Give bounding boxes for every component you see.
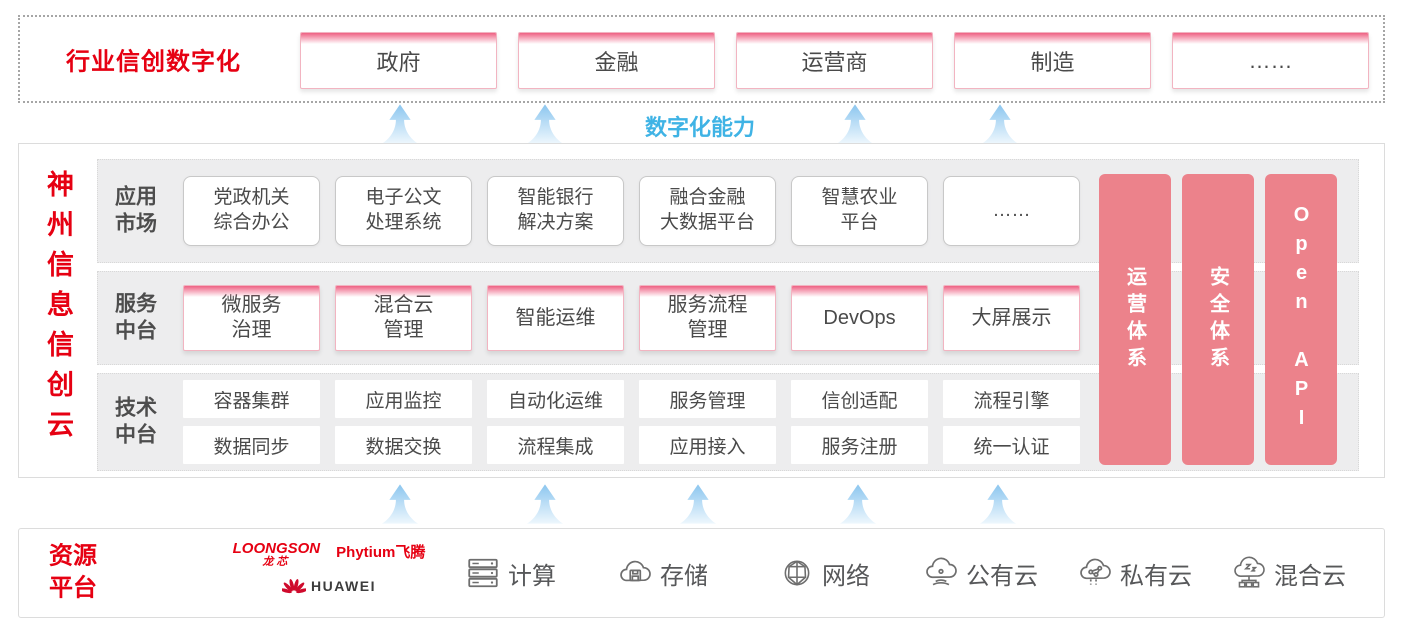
phytium-logo: Phytium飞腾: [336, 544, 426, 561]
svc-card-microservice: 微服务 治理: [183, 285, 320, 351]
hybrid-cloud-icon: [1234, 556, 1265, 588]
loongson-wordmark: LOONGSON: [232, 540, 321, 557]
capability-label: 数字化能力: [644, 115, 755, 140]
tech-cell-data-sync: 数据同步: [183, 426, 320, 464]
resource-label: 网络: [822, 562, 870, 590]
resource-item-compute: 计算: [465, 555, 556, 591]
industry-item-operator: 运营商: [736, 32, 933, 89]
sidebar-operations-system: 运营体系: [1099, 174, 1171, 465]
svc-card-hybrid-cloud-mgmt: 混合云 管理: [335, 285, 472, 351]
tech-cell-container-cluster: 容器集群: [183, 380, 320, 418]
resource-platform-panel: 资源 平台 LOONGSON 龙芯 Phytium飞腾: [18, 528, 1385, 618]
resource-label: 存储: [660, 562, 708, 590]
tech-cell-automated-ops: 自动化运维: [487, 380, 624, 418]
tech-cell-data-exchange: 数据交换: [335, 426, 472, 464]
huawei-wordmark: HUAWEI: [311, 577, 376, 594]
app-card-finance-bigdata: 融合金融 大数据平台: [639, 176, 776, 246]
resource-item-public-cloud: 公有云: [923, 555, 1038, 591]
app-card-smart-agriculture: 智慧农业 平台: [791, 176, 928, 246]
resource-item-network: 网络: [779, 555, 870, 591]
compute-icon: [468, 558, 498, 588]
svc-card-service-process: 服务流程 管理: [639, 285, 776, 351]
svc-card-devops: DevOps: [791, 285, 928, 351]
up-arrow-icon: [980, 484, 1016, 524]
tech-platform-cells: 容器集群 数据同步 应用监控 数据交换 自动化运维 流程集成 服务管理 应用接入…: [183, 374, 1080, 470]
resource-label: 公有云: [966, 562, 1038, 590]
application-market-label: 应用 市场: [115, 185, 157, 236]
tech-platform-label: 技术 中台: [115, 396, 157, 447]
platform-title: 神州信息信创云: [43, 170, 73, 450]
sidebar-open-api: Open API: [1265, 174, 1337, 465]
tech-cell-unified-auth: 统一认证: [943, 426, 1080, 464]
up-arrow-icon: [680, 484, 716, 524]
loongson-logo: LOONGSON 龙芯: [233, 541, 321, 568]
app-card-smart-banking: 智能银行 解决方案: [487, 176, 624, 246]
vendor-logos: LOONGSON 龙芯 Phytium飞腾 HUAWEI: [209, 541, 449, 595]
loongson-cn-wordmark: 龙芯: [262, 556, 291, 568]
resource-platform-label: 资源 平台: [49, 542, 97, 602]
tech-cell-process-integration: 流程集成: [487, 426, 624, 464]
network-icon: [784, 560, 810, 586]
tech-cell-service-registry: 服务注册: [791, 426, 928, 464]
tech-cell-service-mgmt: 服务管理: [639, 380, 776, 418]
resource-item-storage: 存储: [617, 555, 708, 591]
resource-item-private-cloud: 私有云: [1077, 555, 1192, 591]
industry-panel-title: 行业信创数字化: [66, 48, 241, 76]
huawei-flower-icon: [282, 579, 306, 594]
industry-list: 政府 金融 运营商 制造 ……: [300, 32, 1369, 89]
resource-label: 私有云: [1120, 562, 1192, 590]
service-platform-cards: 微服务 治理 混合云 管理 智能运维 服务流程 管理 DevOps 大屏展示: [183, 272, 1080, 364]
app-card-more: ……: [943, 176, 1080, 246]
up-arrow-icon: [527, 104, 563, 144]
app-card-edoc-system: 电子公文 处理系统: [335, 176, 472, 246]
up-arrow-icon: [382, 104, 418, 144]
service-platform-label: 服务 中台: [115, 292, 157, 343]
industry-digitalization-panel: 行业信创数字化 政府 金融 运营商 制造 ……: [18, 15, 1385, 103]
industry-item-finance: 金融: [518, 32, 715, 89]
tech-cell-app-access: 应用接入: [639, 426, 776, 464]
resource-label: 计算: [508, 562, 556, 590]
application-market-cards: 党政机关 综合办公 电子公文 处理系统 智能银行 解决方案 融合金融 大数据平台…: [183, 160, 1080, 262]
tech-platform-row: 技术 中台 容器集群 数据同步 应用监控 数据交换 自动化运维 流程集成 服务管…: [97, 373, 1359, 471]
tech-cell-app-monitor: 应用监控: [335, 380, 472, 418]
cloud-platform-panel: 神州信息信创云 应用 市场 党政机关 综合办公 电子公文 处理系统 智能银行 解…: [18, 143, 1385, 478]
industry-item-manufacturing: 制造: [954, 32, 1151, 89]
app-card-gov-office: 党政机关 综合办公: [183, 176, 320, 246]
resource-label: 混合云: [1274, 562, 1346, 590]
industry-item-government: 政府: [300, 32, 497, 89]
public-cloud-icon: [926, 557, 957, 586]
huawei-logo: HUAWEI: [209, 576, 449, 595]
up-arrow-icon: [837, 104, 873, 144]
svc-card-big-screen: 大屏展示: [943, 285, 1080, 351]
up-arrow-icon: [982, 104, 1018, 144]
svc-card-intelligent-ops: 智能运维: [487, 285, 624, 351]
storage-icon: [620, 560, 651, 582]
tech-cell-xinchuang-adaptation: 信创适配: [791, 380, 928, 418]
up-arrow-icon: [382, 484, 418, 524]
up-arrow-icon: [840, 484, 876, 524]
up-arrow-icon: [527, 484, 563, 524]
resource-item-hybrid-cloud: 混合云: [1231, 555, 1346, 591]
private-cloud-icon: [1080, 558, 1111, 585]
tech-cell-process-engine: 流程引擎: [943, 380, 1080, 418]
industry-item-more: ……: [1172, 32, 1369, 89]
sidebar-security-system: 安全体系: [1182, 174, 1254, 465]
